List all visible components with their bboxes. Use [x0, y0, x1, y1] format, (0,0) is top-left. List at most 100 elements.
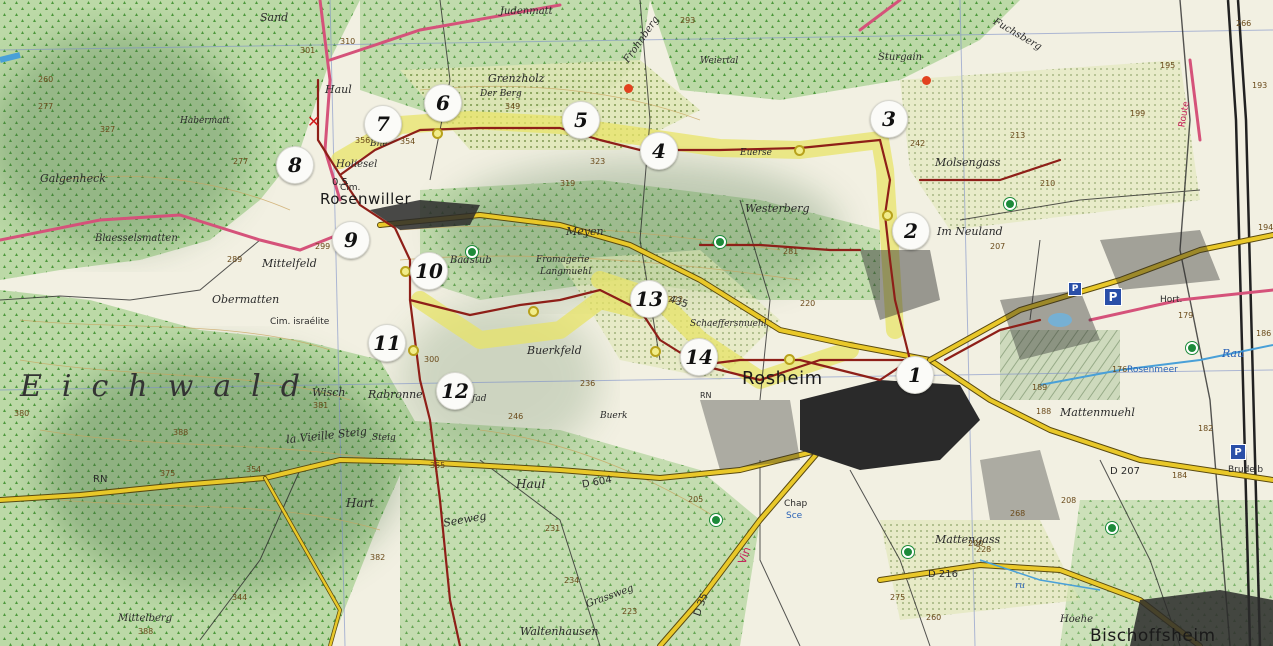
waypoint-3[interactable]: 3 [870, 100, 908, 138]
label-buerk: Buerk [600, 411, 628, 421]
green-marker [714, 236, 726, 248]
waypoint-8[interactable]: 8 [276, 146, 314, 184]
waypoint-11[interactable]: 11 [368, 324, 406, 362]
altitude: 266 [1236, 19, 1252, 28]
label-wisch: Wisch [312, 386, 346, 399]
green-marker [710, 514, 722, 526]
waypoint-10[interactable]: 10 [410, 252, 448, 290]
label-mattenmuehl: Mattenmuehl [1060, 406, 1135, 419]
altitude: 381 [313, 401, 329, 410]
altitude: 207 [990, 242, 1006, 251]
parking-icon[interactable]: P [1068, 282, 1082, 296]
waypoint-6[interactable]: 6 [424, 84, 462, 122]
parking-icon[interactable]: P [1104, 288, 1122, 306]
altitude: 344 [232, 593, 248, 602]
label-holiesel: Holiesel [336, 159, 378, 170]
label-habermatt: Habermatt [180, 116, 230, 126]
label-schaeffersmuehl: Schaeffersmuehl [690, 319, 767, 329]
label-weiertal: Weiertal [700, 56, 739, 66]
altitude: 186 [1256, 329, 1272, 338]
label-rabronne: Rabronne [368, 388, 423, 401]
green-marker [1186, 342, 1198, 354]
altitude: 349 [505, 102, 521, 111]
label-haul-south: Haul [516, 477, 546, 491]
red-marker [922, 76, 931, 85]
label-mittelberg: Mittelberg [118, 613, 173, 624]
label-hart: Hart [346, 496, 375, 510]
label-meyen: Meyen [566, 225, 604, 238]
altitude: 220 [800, 299, 816, 308]
altitude: 375 [160, 469, 176, 478]
green-marker [1004, 198, 1016, 210]
altitude: 208 [1061, 496, 1077, 505]
waypoint-14[interactable]: 14 [680, 338, 718, 376]
altitude: 289 [227, 255, 243, 264]
label-rn-west: RN [93, 474, 108, 485]
altitude: 199 [1130, 109, 1146, 118]
label-d216: D 216 [928, 569, 958, 580]
altitude: 234 [564, 576, 580, 585]
waypoint-2[interactable]: 2 [892, 212, 930, 250]
label-haul-north: Haul [325, 83, 352, 96]
label-bischoffsheim: Bischoffsheim [1090, 626, 1216, 646]
altitude: 277 [38, 102, 54, 111]
altitude: 223 [622, 607, 638, 616]
label-buerkfeld: Buerkfeld [527, 344, 582, 357]
waypoint-1[interactable]: 1 [896, 356, 934, 394]
altitude: 281 [783, 247, 799, 256]
yellow-marker [432, 128, 443, 139]
label-cim: Cim. [340, 183, 361, 193]
altitude: 354 [246, 465, 262, 474]
label-fad: fad [472, 394, 487, 404]
altitude: 382 [370, 553, 386, 562]
altitude: 356 [355, 136, 371, 145]
altitude: 182 [1198, 424, 1214, 433]
waypoint-9[interactable]: 9 [332, 221, 370, 259]
green-marker [902, 546, 914, 558]
yellow-marker [528, 306, 539, 317]
waypoint-5[interactable]: 5 [562, 101, 600, 139]
altitude: 319 [560, 179, 576, 188]
label-grenzholz: Grenzholz [488, 72, 545, 85]
forest-north-east [650, 0, 1020, 100]
yellow-marker [408, 345, 419, 356]
waypoint-13[interactable]: 13 [630, 280, 668, 318]
altitude: 327 [100, 125, 116, 134]
rosenwiller-core [370, 200, 480, 230]
altitude: 222 [668, 295, 684, 304]
label-brudelb: Brudelb [1228, 465, 1264, 475]
altitude: 195 [1160, 61, 1176, 70]
label-rn-east: RN [700, 391, 712, 400]
altitude: 310 [340, 37, 356, 46]
altitude: 200 [968, 539, 984, 548]
altitude: 388 [138, 627, 154, 636]
label-hort: Hort. [1160, 295, 1183, 305]
altitude: 0.5 [332, 177, 348, 188]
altitude: 231 [545, 524, 561, 533]
label-rau: Rau [1222, 347, 1245, 360]
altitude: 260 [926, 613, 942, 622]
waypoint-7[interactable]: 7 [364, 105, 402, 143]
altitude: 355 [430, 461, 446, 470]
parking-icon[interactable]: P [1230, 444, 1246, 460]
label-sce: Sce [786, 511, 803, 521]
green-marker [1106, 522, 1118, 534]
vineyard-east [900, 60, 1200, 230]
label-hoehe: Hoehe [1060, 614, 1094, 625]
waypoint-4[interactable]: 4 [640, 132, 678, 170]
altitude: 194 [1258, 223, 1273, 232]
altitude: 260 [38, 75, 54, 84]
waypoint-12[interactable]: 12 [436, 372, 474, 410]
label-im-neuland: Im Neuland [937, 225, 1003, 238]
altitude: 236 [580, 379, 596, 388]
label-mattengass: Mattengass [935, 533, 1001, 546]
label-mittelfeld: Mittelfeld [262, 257, 317, 270]
altitude: 213 [1010, 131, 1026, 140]
label-waltenhausen: Waltenhausen [520, 625, 599, 638]
altitude: 300 [424, 355, 440, 364]
altitude: 299 [315, 242, 331, 251]
label-ru: ru [1015, 581, 1026, 591]
yellow-marker [784, 354, 795, 365]
label-molsengass: Molsengass [935, 156, 1001, 169]
